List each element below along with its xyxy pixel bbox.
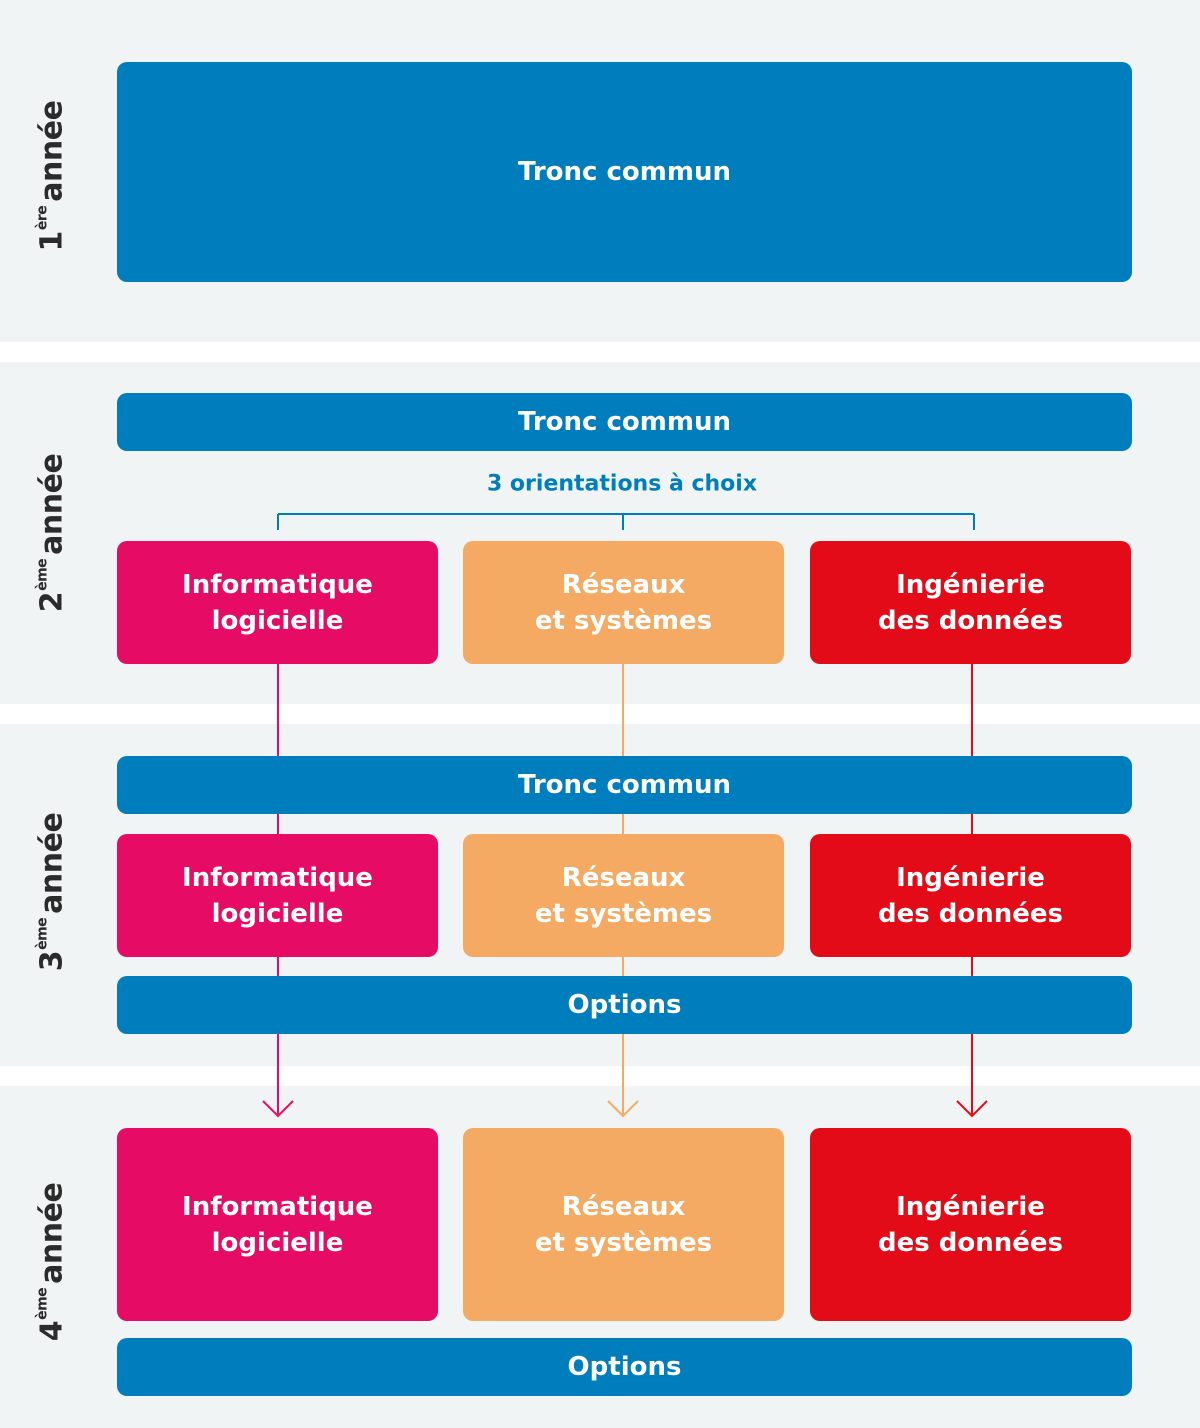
year-4-label: 4èmeannée (34, 1182, 70, 1342)
year-4-informatique-logicielle: Informatique logicielle (117, 1128, 438, 1321)
year-3-ingenierie-donnees: Ingénierie des données (810, 834, 1131, 957)
year-1-label: 1èreannée (34, 100, 70, 252)
year-4-options: Options (117, 1338, 1132, 1396)
arrowhead-ingenierie (956, 1100, 988, 1118)
year-3-tronc-commun: Tronc commun (117, 756, 1132, 814)
year-3-options: Options (117, 976, 1132, 1034)
orientation-bracket (277, 513, 975, 530)
year-2-informatique-logicielle: Informatique logicielle (117, 541, 438, 664)
year-4-ingenierie-donnees: Ingénierie des données (810, 1128, 1131, 1321)
year-2-ingenierie-donnees: Ingénierie des données (810, 541, 1131, 664)
year-2-label: 2èmeannée (34, 453, 70, 613)
year-2-reseaux-systemes: Réseaux et systèmes (463, 541, 784, 664)
arrowhead-informatique (262, 1100, 294, 1118)
year-3-label: 3èmeannée (34, 812, 70, 972)
year-2-tronc-commun: Tronc commun (117, 393, 1132, 451)
year-3-reseaux-systemes: Réseaux et systèmes (463, 834, 784, 957)
year-1-tronc-commun: Tronc commun (117, 62, 1132, 282)
year-4-reseaux-systemes: Réseaux et systèmes (463, 1128, 784, 1321)
orientations-caption: 3 orientations à choix (486, 471, 758, 497)
arrowhead-reseaux (607, 1100, 639, 1118)
year-3-informatique-logicielle: Informatique logicielle (117, 834, 438, 957)
